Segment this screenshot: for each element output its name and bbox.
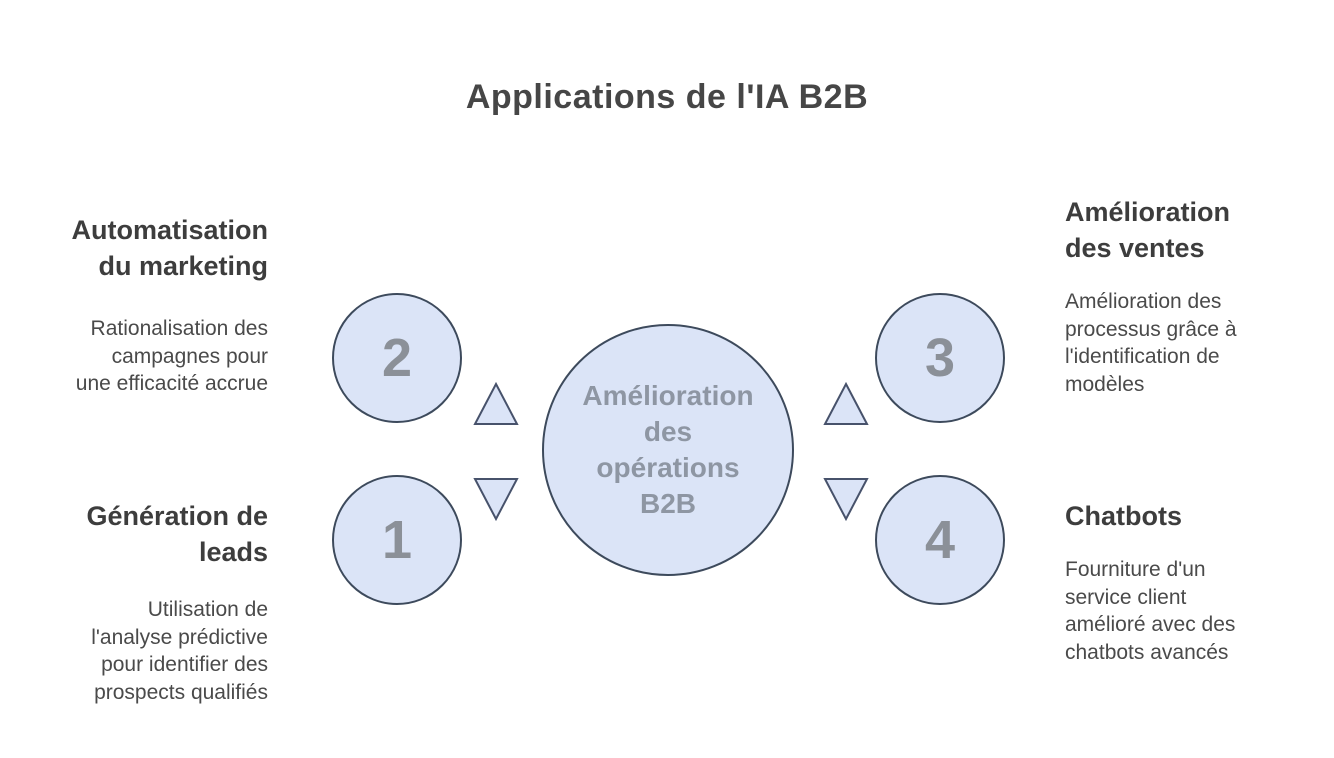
node-number-2: 2 (381, 328, 413, 388)
node-circle-4: 4 (875, 475, 1005, 605)
node-number-1: 1 (381, 510, 413, 570)
node-circle-3: 3 (875, 293, 1005, 423)
node-number-3: 3 (924, 328, 956, 388)
triangle-down-right-icon (823, 478, 869, 521)
node-number-4: 4 (924, 510, 956, 570)
triangle-up-left-icon (473, 382, 519, 425)
node-circle-1: 1 (332, 475, 462, 605)
heading-chatbots: Chatbots (1065, 501, 1182, 531)
triangle-up-right-icon (823, 382, 869, 425)
triangle-down-left-icon (473, 478, 519, 521)
node-circle-2: 2 (332, 293, 462, 423)
page-title: Applications de l'IA B2B (465, 78, 869, 116)
